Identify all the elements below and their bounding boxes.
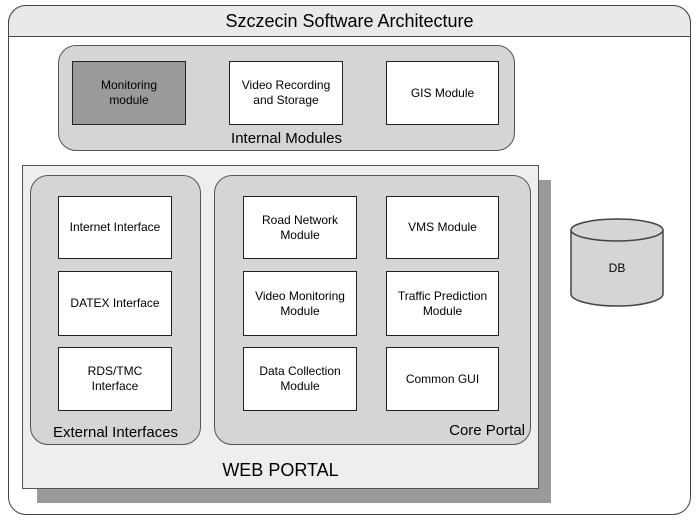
datex-interface-box: DATEX Interface [58, 271, 172, 336]
vms-module-box: VMS Module [386, 196, 499, 259]
rds-tmc-interface-box: RDS/TMC Interface [58, 347, 172, 411]
gis-module-box: GIS Module [386, 61, 499, 125]
monitoring-module-box: Monitoring module [72, 61, 186, 125]
database-node: DB [570, 218, 664, 308]
external-interfaces-label: External Interfaces [52, 423, 179, 441]
video-recording-module-box: Video Recording and Storage [229, 61, 343, 125]
road-network-module-box: Road Network Module [243, 196, 357, 259]
diagram-title: Szczecin Software Architecture [8, 5, 691, 37]
common-gui-box: Common GUI [386, 347, 499, 411]
traffic-prediction-module-box: Traffic Prediction Module [386, 271, 499, 336]
internet-interface-box: Internet Interface [58, 196, 172, 259]
core-portal-label: Core Portal [449, 422, 525, 439]
database-cylinder-icon [570, 218, 664, 307]
web-portal-label: WEB PORTAL [222, 459, 339, 480]
internal-modules-label: Internal Modules [231, 129, 342, 147]
data-collection-module-box: Data Collection Module [243, 347, 357, 411]
video-monitoring-module-box: Video Monitoring Module [243, 271, 357, 336]
database-label: DB [608, 261, 626, 275]
